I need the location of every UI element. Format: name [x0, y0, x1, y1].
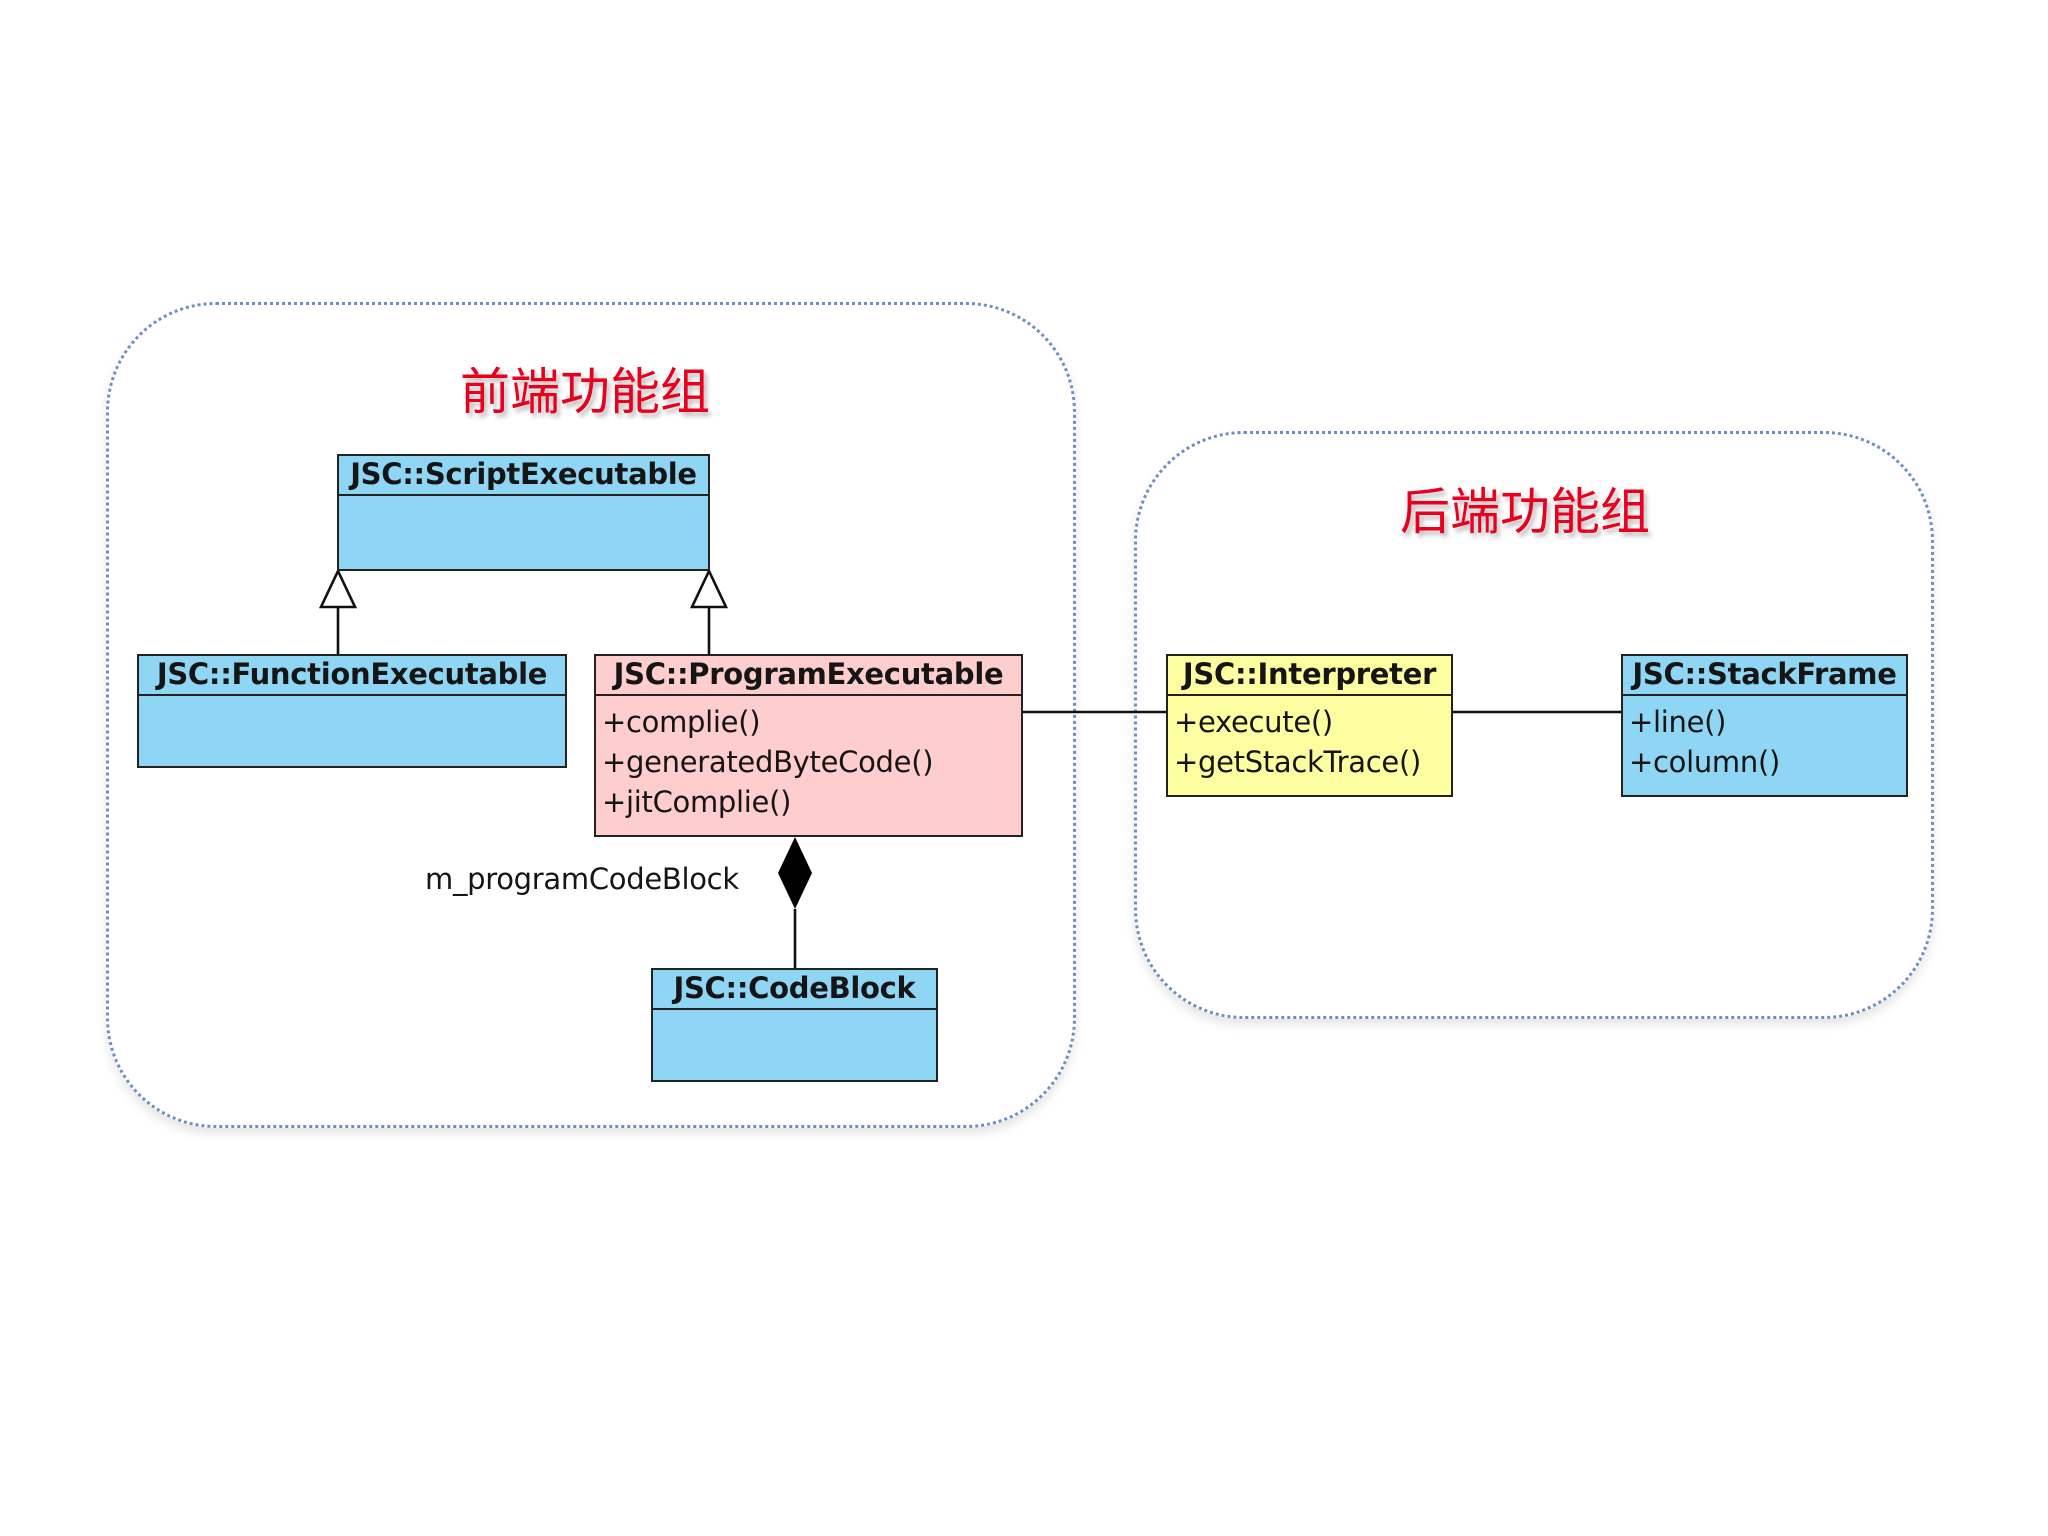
class-name: JSC::CodeBlock [653, 970, 936, 1010]
class-operations [653, 1010, 936, 1080]
backend-group-title: 后端功能组 [1400, 483, 1650, 541]
class-script-executable[interactable]: JSC::ScriptExecutable [337, 454, 710, 571]
class-name: JSC::ScriptExecutable [339, 456, 708, 496]
operation-column: +column() [1629, 745, 1780, 779]
class-name: JSC::StackFrame [1623, 656, 1906, 696]
operation-line: +line() [1629, 705, 1727, 739]
class-operations [139, 696, 565, 766]
class-code-block[interactable]: JSC::CodeBlock [651, 968, 938, 1082]
class-operations: +execute() +getStackTrace() [1168, 696, 1451, 795]
class-program-executable[interactable]: JSC::ProgramExecutable +complie() +gener… [594, 654, 1023, 837]
operation-complie: +complie() [602, 705, 761, 739]
class-name: JSC::FunctionExecutable [139, 656, 565, 696]
operation-get-stack-trace: +getStackTrace() [1174, 745, 1421, 779]
class-function-executable[interactable]: JSC::FunctionExecutable [137, 654, 567, 768]
class-operations: +complie() +generatedByteCode() +jitComp… [596, 696, 1021, 835]
class-operations [339, 496, 708, 569]
operation-generated-byte-code: +generatedByteCode() [602, 745, 934, 779]
operation-jit-complie: +jitComplie() [602, 785, 792, 819]
class-name: JSC::ProgramExecutable [596, 656, 1021, 696]
class-interpreter[interactable]: JSC::Interpreter +execute() +getStackTra… [1166, 654, 1453, 797]
class-stack-frame[interactable]: JSC::StackFrame +line() +column() [1621, 654, 1908, 797]
operation-execute: +execute() [1174, 705, 1333, 739]
composition-role-label: m_programCodeBlock [425, 862, 739, 896]
class-name: JSC::Interpreter [1168, 656, 1451, 696]
frontend-group-title: 前端功能组 [460, 363, 710, 421]
class-operations: +line() +column() [1623, 696, 1906, 795]
